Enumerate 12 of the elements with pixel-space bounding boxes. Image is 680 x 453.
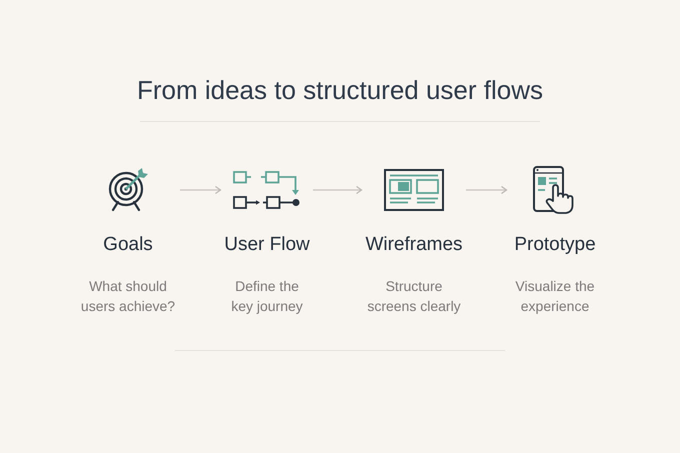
step-description: Structure screens clearly (366, 277, 462, 316)
step-description: Visualize the experience (514, 277, 596, 316)
step-title: Wireframes (365, 233, 463, 257)
step-title: Goals (103, 233, 153, 257)
step-title: Prototype (514, 233, 596, 257)
step-title: User Flow (224, 233, 310, 257)
title: From ideas to structured user flows (136, 74, 544, 107)
step-description: Define the key journey (230, 277, 304, 316)
arrow (466, 186, 508, 194)
arrow (313, 186, 362, 194)
step-description: What should users achieve? (80, 277, 176, 316)
arrow (180, 186, 222, 194)
